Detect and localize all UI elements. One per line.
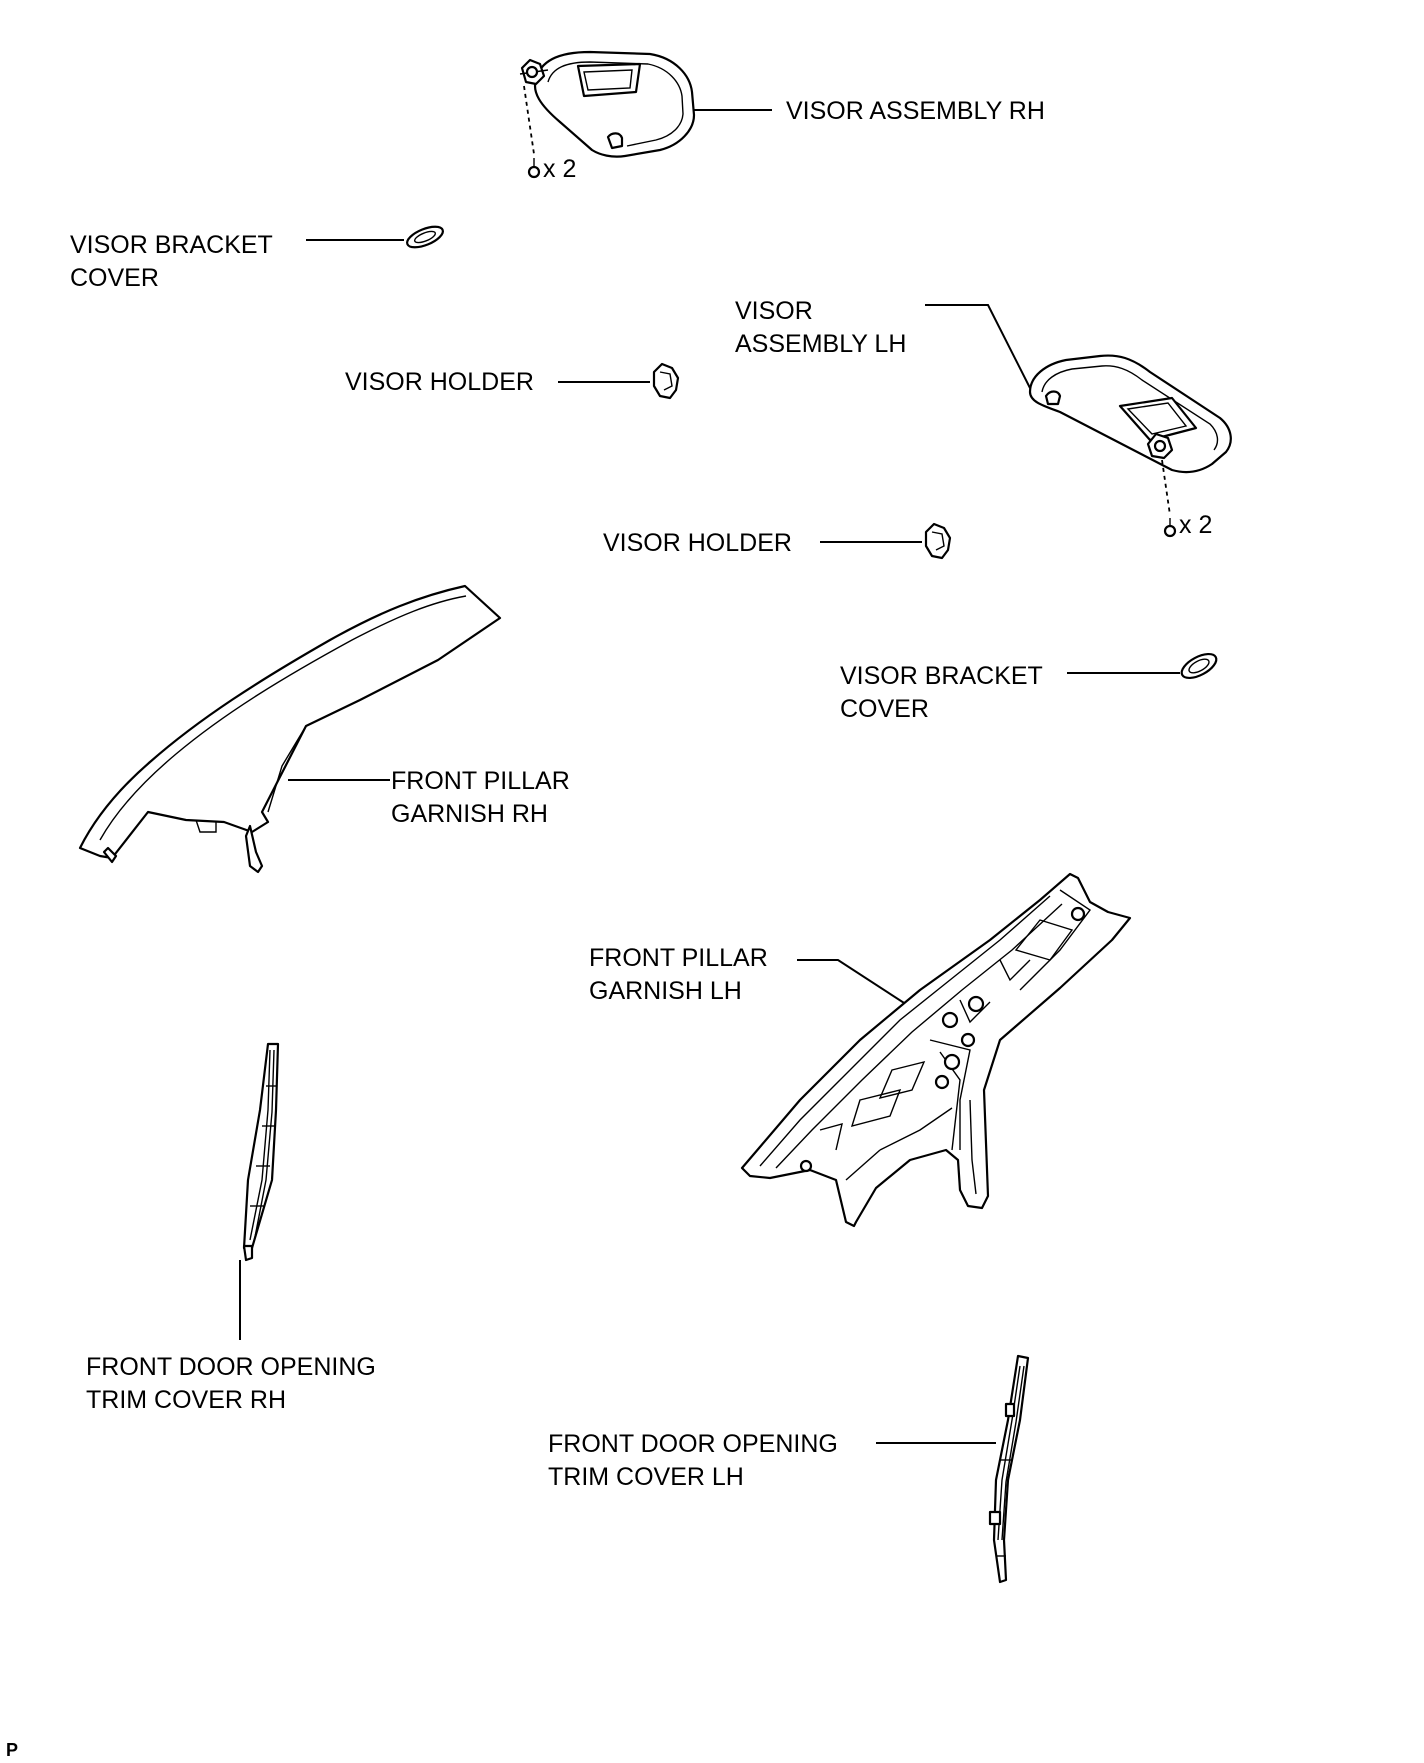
label-visor-assembly-rh: VISOR ASSEMBLY RH (786, 97, 1045, 125)
label-front-pillar-garnish-lh-line1: FRONT PILLAR (589, 944, 768, 972)
label-front-door-opening-trim-cover-lh-line1: FRONT DOOR OPENING (548, 1430, 838, 1458)
front-pillar-garnish-lh (740, 872, 1132, 1228)
screw-icon-rh (527, 158, 541, 179)
label-front-door-opening-trim-cover-rh-line1: FRONT DOOR OPENING (86, 1353, 376, 1381)
screw-icon-lh (1163, 518, 1177, 538)
screw-axis-lh (1161, 459, 1171, 516)
label-front-pillar-garnish-rh-line1: FRONT PILLAR (391, 767, 570, 795)
page-code: P (6, 1740, 18, 1760)
front-door-opening-trim-cover-lh (988, 1354, 1030, 1584)
label-front-door-opening-trim-cover-lh-line2: TRIM COVER LH (548, 1463, 744, 1491)
label-visor-holder-upper: VISOR HOLDER (345, 368, 534, 396)
visor-holder-upper (652, 362, 680, 400)
visor-assembly-lh (1028, 354, 1232, 474)
label-front-pillar-garnish-rh-line2: GARNISH RH (391, 800, 548, 828)
front-pillar-garnish-rh (78, 584, 502, 874)
label-visor-bracket-cover-lower-line1: VISOR BRACKET (840, 662, 1043, 690)
visor-bracket-cover-upper (406, 225, 444, 249)
screw-quantity-lh: x 2 (1179, 511, 1212, 539)
leader-front-pillar-garnish-lh (797, 959, 919, 1013)
screw-axis-rh (523, 85, 535, 155)
label-front-pillar-garnish-lh-line2: GARNISH LH (589, 977, 742, 1005)
label-visor-bracket-cover-upper-line2: COVER (70, 264, 159, 292)
label-visor-bracket-cover-lower-line2: COVER (840, 695, 929, 723)
leader-visor-assembly-lh (925, 304, 1031, 389)
visor-holder-lower (924, 522, 952, 560)
front-door-opening-trim-cover-rh (242, 1042, 280, 1262)
screw-quantity-rh: x 2 (543, 155, 576, 183)
label-visor-bracket-cover-upper-line1: VISOR BRACKET (70, 231, 273, 259)
label-visor-holder-lower: VISOR HOLDER (603, 529, 792, 557)
label-visor-assembly-lh-line1: VISOR (735, 297, 813, 325)
visor-bracket-cover-lower (1180, 652, 1218, 680)
label-visor-assembly-lh-line2: ASSEMBLY LH (735, 330, 906, 358)
label-front-door-opening-trim-cover-rh-line2: TRIM COVER RH (86, 1386, 286, 1414)
visor-assembly-rh (519, 50, 696, 158)
